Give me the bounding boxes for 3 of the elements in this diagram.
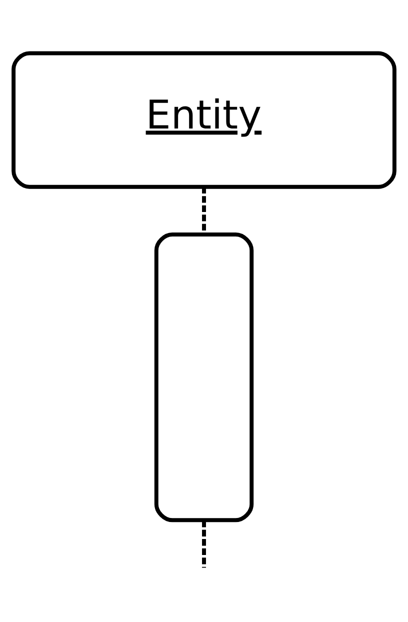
connector (202, 520, 206, 568)
node-box: Entity (12, 51, 396, 189)
node-bar (154, 232, 254, 522)
